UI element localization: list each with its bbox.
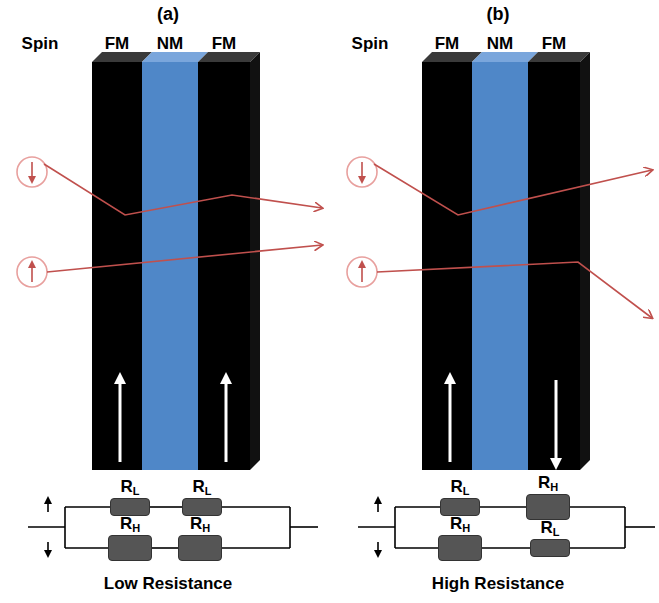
resistor-label: RH [190, 514, 210, 535]
wire [482, 547, 530, 549]
resistor-label: RL [450, 477, 469, 498]
label: High Resistance [432, 574, 564, 594]
label: FM [105, 34, 130, 54]
resistor-label: RL [192, 477, 211, 498]
label: FM [435, 34, 460, 54]
wire [152, 547, 178, 549]
trilayer-stack [422, 52, 590, 470]
resistor-label: RH [450, 514, 470, 535]
resistor-symbol [438, 535, 482, 561]
resistor-symbol [526, 494, 570, 520]
label: FM [212, 34, 237, 54]
circuit-wires [358, 500, 655, 554]
resistor-label: RL [120, 477, 139, 498]
label: Spin [22, 34, 59, 54]
resistor: RL [182, 477, 222, 516]
label: NM [487, 34, 513, 54]
resistor: RH [108, 514, 152, 561]
label: (a) [157, 4, 179, 25]
label: FM [542, 34, 567, 54]
resistor-symbol [530, 539, 570, 557]
resistor-symbol [110, 498, 150, 516]
wire [150, 506, 182, 508]
trilayer-stack [92, 52, 260, 470]
resistor: RH [526, 473, 570, 520]
label: Spin [352, 34, 389, 54]
resistor-label: RH [538, 473, 558, 494]
resistor: RH [178, 514, 222, 561]
electron-paths [17, 157, 652, 318]
resistor: RL [530, 518, 570, 557]
resistor: RH [438, 514, 482, 561]
circuit-wires [28, 500, 318, 554]
label: Low Resistance [104, 574, 233, 594]
resistor-symbol [182, 498, 222, 516]
resistor: RL [440, 477, 480, 516]
resistor-symbol [178, 535, 222, 561]
resistor: RL [110, 477, 150, 516]
resistor-symbol [440, 498, 480, 516]
label: (b) [487, 4, 510, 25]
resistor-label: RH [120, 514, 140, 535]
label: NM [157, 34, 183, 54]
resistor-label: RL [540, 518, 559, 539]
wire [480, 506, 526, 508]
resistor-symbol [108, 535, 152, 561]
